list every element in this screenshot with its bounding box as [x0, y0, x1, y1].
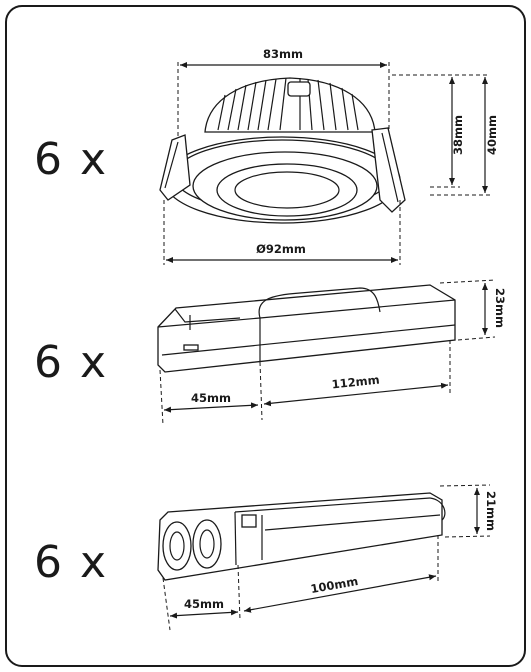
heatsink — [204, 77, 376, 133]
driver-2-drawing: 45mm 100mm 21mm — [157, 484, 498, 631]
spring-clip-right — [371, 127, 406, 213]
downlight-height-outer-label: 40mm — [485, 115, 499, 155]
driver-2-height-label: 21mm — [484, 491, 498, 531]
driver-2-housing — [157, 492, 443, 581]
lens — [234, 171, 340, 209]
quantity-driver-1: 6 x — [34, 337, 109, 388]
driver-1-length-b-label: 112mm — [331, 373, 380, 392]
quantity-driver-2: 6 x — [34, 537, 109, 588]
quantity-downlight: 6 x — [34, 134, 109, 185]
page-border — [5, 5, 526, 667]
downlight-diameter-label: Ø92mm — [256, 242, 306, 256]
downlight-height-inner-label: 38mm — [451, 115, 465, 155]
driver-2-length-b-label: 100mm — [309, 574, 359, 596]
driver-1-housing — [157, 284, 456, 373]
spring-clip-left — [159, 134, 191, 201]
driver-1-drawing: 45mm 112mm 23mm — [157, 279, 507, 426]
downlight-drawing: 83mm Ø92mm 38mm 40mm — [159, 47, 499, 265]
driver-2-length-a-label: 45mm — [184, 597, 224, 611]
downlight-width-label: 83mm — [263, 47, 303, 61]
driver-1-height-label: 23mm — [493, 288, 507, 328]
driver-1-length-a-label: 45mm — [191, 391, 231, 405]
